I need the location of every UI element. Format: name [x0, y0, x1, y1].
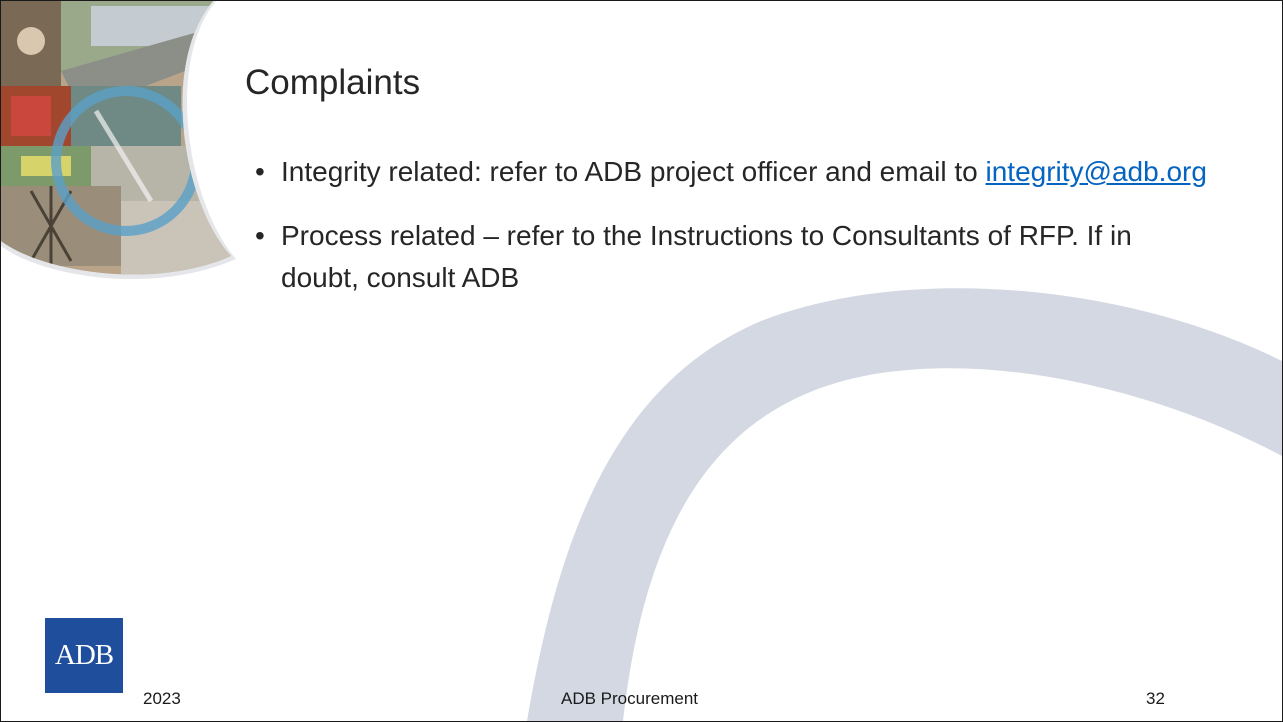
- bullet-marker: •: [255, 156, 265, 187]
- bullet-item-process: • Process related – refer to the Instruc…: [255, 215, 1215, 299]
- integrity-email-link[interactable]: integrity@adb.org: [985, 156, 1207, 187]
- bullet-text: Process related – refer to the Instructi…: [281, 220, 1132, 293]
- adb-logo-text: ADB: [54, 639, 114, 671]
- footer-title: ADB Procurement: [561, 689, 698, 708]
- bullet-item-integrity: • Integrity related: refer to ADB projec…: [255, 151, 1215, 193]
- page-number: 32: [1146, 689, 1165, 708]
- footer-year: 2023: [143, 689, 181, 708]
- bullet-list: • Integrity related: refer to ADB projec…: [255, 151, 1215, 321]
- bullet-marker: •: [255, 220, 265, 251]
- slide-title: Complaints: [245, 63, 421, 102]
- adb-logo: ADB: [45, 618, 123, 693]
- photo-collage-graphic: [1, 1, 236, 280]
- bullet-text: Integrity related: refer to ADB project …: [281, 156, 986, 187]
